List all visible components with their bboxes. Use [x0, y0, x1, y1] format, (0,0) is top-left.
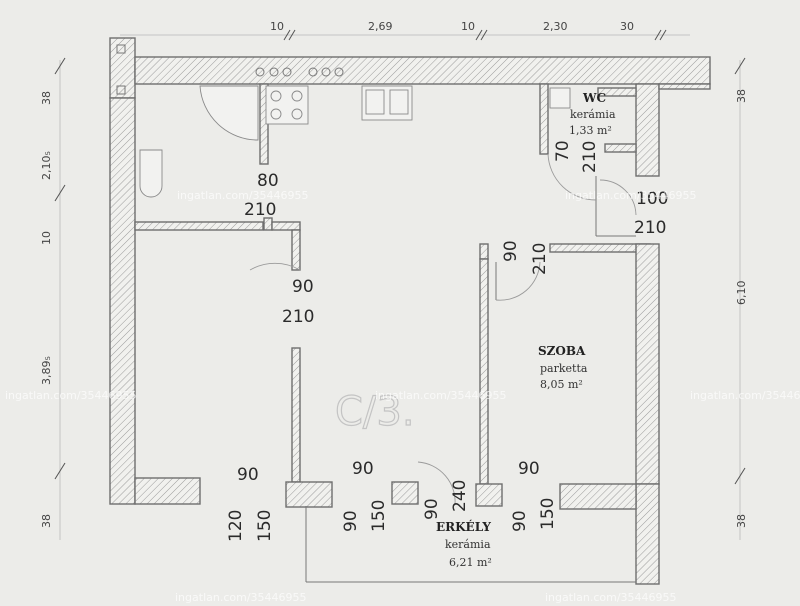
hall-wall-top [134, 221, 264, 231]
inner-wall-mid-stub [479, 243, 489, 260]
top-dim-1: 10 [270, 20, 284, 33]
bottom-90-d-label: 90 [422, 498, 442, 520]
opening-labels: 80 210 90 210 90 210 70 210 100 210 90 1… [226, 140, 668, 542]
inner-wall-left-lower [291, 347, 301, 483]
fixtures [139, 67, 571, 198]
hall-210-label: 210 [634, 218, 666, 238]
right-outer-wall-lower [635, 243, 660, 485]
door-swing-wc [547, 153, 597, 201]
right-outer-wall-bottom [635, 483, 660, 585]
inner-wall-mid [479, 258, 489, 485]
toilet-icon [139, 149, 163, 198]
bottom-150-a-label: 150 [255, 510, 275, 542]
dimension-labels: 10 2,69 10 2,30 30 38 2,10₅ 10 3,89₅ 38 … [40, 20, 748, 528]
door-swing-hall [599, 179, 637, 216]
top-dim-5: 30 [620, 20, 634, 33]
left-dim-2: 2,10₅ [40, 151, 53, 180]
door-swing-left [249, 262, 301, 271]
shower-icon [199, 85, 259, 141]
door-left-90-label: 90 [292, 277, 314, 297]
stove-icon [265, 85, 309, 125]
kitchen-210-label: 210 [244, 200, 276, 220]
pillar-3 [475, 483, 503, 507]
watermark-4: ingatlan.com/35446955 [375, 389, 507, 402]
szoba-name: SZOBA [538, 344, 586, 358]
left-dim-5: 38 [40, 514, 53, 528]
wc-area: 1,33 m² [569, 124, 612, 137]
door-mid-210-label: 210 [530, 243, 550, 275]
wc-210-label: 210 [580, 141, 600, 173]
door-swing-mid [495, 261, 541, 301]
wc-wall-inner [597, 87, 637, 97]
top-dim-3: 10 [461, 20, 475, 33]
unit-label: C/3. [335, 389, 415, 435]
bottom-240-label: 240 [450, 480, 470, 512]
bottom-120-label: 120 [226, 510, 246, 542]
bottom-left-wall [134, 477, 201, 505]
left-outlet [116, 85, 126, 95]
bottom-90-c-label: 90 [341, 510, 361, 532]
bottom-90-a-label: 90 [237, 465, 259, 485]
erkely-area: 6,21 m² [449, 556, 492, 569]
door-swing-balcony [417, 461, 456, 506]
top-dim-4: 2,30 [543, 20, 568, 33]
wc-floor: kerámia [570, 108, 616, 121]
left-dim-3: 10 [40, 231, 53, 245]
thin-lines [116, 44, 636, 583]
room-labels: WC kerámia 1,33 m² SZOBA parketta 8,05 m… [436, 91, 616, 569]
top-left-outlet [116, 44, 126, 54]
pillar-2 [391, 481, 419, 505]
wc-70-label: 70 [553, 140, 573, 162]
top-left-column [109, 37, 136, 99]
pillar-1 [285, 481, 333, 508]
bottom-90-b-label: 90 [352, 459, 374, 479]
watermark-5: ingatlan.com/35446955 [690, 389, 800, 402]
door-swings [249, 153, 637, 506]
right-dim-1: 38 [735, 89, 748, 103]
wc-wall-left [539, 83, 549, 155]
door-left-210-label: 210 [282, 307, 314, 327]
wc-wall-bottom [604, 143, 637, 153]
dimension-lines [54, 29, 746, 540]
bottom-right-wall [559, 483, 637, 510]
wc-basin-icon [549, 87, 571, 109]
szoba-area: 8,05 m² [540, 378, 583, 391]
bottom-150-b-label: 150 [369, 500, 389, 532]
watermark-6: ingatlan.com/35446955 [175, 591, 307, 604]
szoba-floor: parketta [540, 362, 588, 375]
right-outer-wall-upper [635, 83, 660, 177]
hall-100-label: 100 [636, 189, 668, 209]
watermark-7: ingatlan.com/35446955 [545, 591, 677, 604]
right-edge-column [658, 83, 711, 90]
kitchen-80-label: 80 [257, 171, 279, 191]
watermark-2: ingatlan.com/35446955 [565, 189, 697, 202]
szoba-wall-top [549, 243, 651, 253]
right-dim-3: 38 [735, 514, 748, 528]
left-dim-1: 38 [40, 91, 53, 105]
top-outer-wall [134, 56, 711, 85]
left-dim-4: 3,89₅ [40, 356, 53, 385]
left-outer-wall [109, 97, 136, 505]
bottom-90-e-label: 90 [518, 459, 540, 479]
hall-wall-right [271, 221, 301, 231]
right-dim-2: 6,10 [735, 281, 748, 306]
walls [109, 37, 711, 585]
top-dim-2: 2,69 [368, 20, 393, 33]
bottom-90-f-label: 90 [510, 510, 530, 532]
watermark-1: ingatlan.com/35446955 [177, 189, 309, 202]
door-mid-90-label: 90 [501, 240, 521, 262]
inner-wall-left-upper [291, 229, 301, 271]
watermarks: ingatlan.com/35446955 ingatlan.com/35446… [5, 189, 800, 604]
erkely-floor: kerámia [445, 538, 491, 551]
wc-name: WC [582, 91, 606, 105]
watermark-3: ingatlan.com/35446955 [5, 389, 137, 402]
bottom-150-c-label: 150 [538, 498, 558, 530]
erkely-name: ERKÉLY [436, 519, 491, 534]
